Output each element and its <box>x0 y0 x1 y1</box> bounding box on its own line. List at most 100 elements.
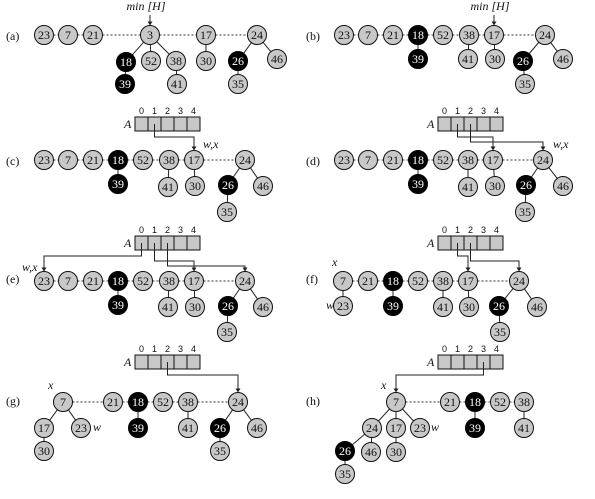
heap-node: 23 <box>334 150 354 170</box>
node-circle <box>58 150 78 170</box>
node-circle <box>458 49 478 69</box>
node-key: 52 <box>494 395 506 409</box>
node-circle <box>53 392 73 412</box>
node-key: 7 <box>65 274 71 288</box>
heap-node: 17 <box>196 25 216 45</box>
node-circle <box>196 25 216 45</box>
node-circle <box>513 51 533 71</box>
node-circle <box>185 176 205 196</box>
heap-node: 23 <box>34 25 54 45</box>
heap-node: 26 <box>210 418 230 438</box>
node-circle <box>485 49 505 69</box>
node-circle <box>408 25 428 45</box>
node-circle <box>527 297 547 317</box>
tree-edge <box>402 408 414 422</box>
heap-node: 26 <box>489 296 509 316</box>
heap-node: 17 <box>184 271 204 291</box>
node-key: 21 <box>87 153 99 167</box>
node-key: 35 <box>519 77 531 91</box>
heap-node: 17 <box>483 150 503 170</box>
node-key: 26 <box>493 299 505 313</box>
node-key: 18 <box>132 395 144 409</box>
array-index: 3 <box>178 344 183 354</box>
node-circle <box>83 271 103 291</box>
node-key: 24 <box>251 28 263 42</box>
node-key: 24 <box>366 421 378 435</box>
node-circle <box>515 202 535 222</box>
node-key: 24 <box>232 395 244 409</box>
heap-node: 39 <box>108 295 128 315</box>
array-index: 4 <box>191 225 196 235</box>
node-key: 26 <box>339 444 351 458</box>
node-circle <box>408 271 428 291</box>
node-circle <box>514 392 534 412</box>
array-cell <box>437 354 452 370</box>
panel-label: (a) <box>6 29 19 43</box>
node-key: 52 <box>437 28 449 42</box>
heap-node: 38 <box>433 271 453 291</box>
heap-node: 24 <box>362 418 382 438</box>
array-name: A <box>123 236 132 250</box>
node-key: 39 <box>469 421 481 435</box>
pointer-marker: x <box>380 378 387 392</box>
node-circle <box>483 150 503 170</box>
node-circle <box>433 271 453 291</box>
array-name: A <box>426 355 435 369</box>
heap-node: 24 <box>509 271 529 291</box>
node-key: 35 <box>339 467 351 481</box>
heap-node: 18 <box>128 392 148 412</box>
arrowhead <box>540 146 546 151</box>
node-key: 38 <box>182 395 194 409</box>
arrowhead <box>465 267 471 272</box>
array-index: 2 <box>468 225 473 235</box>
heap-node: 26 <box>218 175 238 195</box>
node-circle <box>465 418 485 438</box>
node-key: 30 <box>38 444 50 458</box>
node-key: 7 <box>65 28 71 42</box>
node-key: 41 <box>162 300 174 314</box>
pointer-marker: w,x <box>203 137 219 151</box>
pointer-marker: w,x <box>22 260 38 274</box>
node-key: 35 <box>221 205 233 219</box>
node-circle <box>217 202 237 222</box>
node-key: 26 <box>232 54 244 68</box>
heap-node: 52 <box>133 150 153 170</box>
array-index: 0 <box>442 106 447 116</box>
heap-node: 46 <box>527 297 547 317</box>
array-index: 3 <box>178 225 183 235</box>
node-key: 21 <box>444 395 456 409</box>
node-key: 46 <box>365 445 377 459</box>
heap-node: 39 <box>383 296 403 316</box>
node-circle <box>533 150 553 170</box>
heap-node: 30 <box>185 297 205 317</box>
node-circle <box>140 25 160 45</box>
node-circle <box>218 296 238 316</box>
node-key: 52 <box>137 153 149 167</box>
array-name: A <box>426 236 435 250</box>
heap-node: 24 <box>235 271 255 291</box>
arrowhead <box>242 267 248 272</box>
node-circle <box>83 150 103 170</box>
node-key: 7 <box>60 395 66 409</box>
node-circle <box>553 176 573 196</box>
heap-node: 39 <box>128 418 148 438</box>
node-key: 41 <box>171 77 183 91</box>
node-key: 30 <box>189 300 201 314</box>
node-key: 23 <box>337 299 349 313</box>
array-name: A <box>123 117 132 131</box>
node-circle <box>167 74 187 94</box>
heap-node: 52 <box>153 392 173 412</box>
array-index: 3 <box>481 344 486 354</box>
arrowhead <box>516 267 522 272</box>
node-key: 52 <box>157 395 169 409</box>
heap-node: 7 <box>58 25 78 45</box>
node-key: 7 <box>365 153 371 167</box>
array-cell <box>450 354 465 370</box>
node-circle <box>335 441 355 461</box>
heap-node: 46 <box>253 176 273 196</box>
heap-node: 24 <box>533 150 553 170</box>
tree-edge <box>550 42 558 52</box>
heap-node: 7 <box>386 392 406 412</box>
array-pointer <box>154 124 195 148</box>
